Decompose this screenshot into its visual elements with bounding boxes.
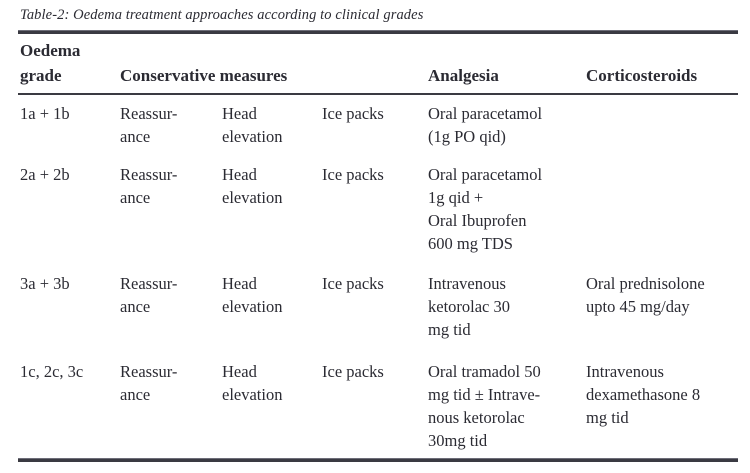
column-header-analgesia: Analgesia <box>428 66 499 85</box>
column-header-oedema-line2: grade <box>20 66 62 85</box>
table-top-rule <box>18 30 738 34</box>
table-row: Oral prednisolone upto 45 mg/day <box>586 274 705 316</box>
table-row: Head elevation <box>222 362 283 404</box>
table-row: Ice packs <box>322 362 384 381</box>
table-row: Ice packs <box>322 165 384 184</box>
table-row: 2a + 2b <box>20 165 70 184</box>
table-row: Ice packs <box>322 274 384 293</box>
table-row: 1a + 1b <box>20 104 70 123</box>
table-row: Reassur- ance <box>120 274 178 316</box>
table-row: Reassur- ance <box>120 362 178 404</box>
table-row: 3a + 3b <box>20 274 70 293</box>
table-caption: Table-2: Oedema treatment approaches acc… <box>20 7 424 23</box>
table-row: Ice packs <box>322 104 384 123</box>
table-row: 1c, 2c, 3c <box>20 362 84 381</box>
table-row: Intravenous dexamethasone 8 mg tid <box>586 362 701 427</box>
column-header-corticosteroids: Corticosteroids <box>586 66 698 85</box>
table-row: Reassur- ance <box>120 165 178 207</box>
table-row: Reassur- ance <box>120 104 178 146</box>
table-header-rule <box>18 93 738 95</box>
table-row: Head elevation <box>222 104 283 146</box>
column-header-oedema-line1: Oedema <box>20 41 81 60</box>
table-row: Head elevation <box>222 165 283 207</box>
table-row: Oral paracetamol 1g qid + Oral Ibuprofen… <box>428 165 543 253</box>
table-row: Oral tramadol 50 mg tid ± Intrave- nous … <box>428 362 541 450</box>
table-row: Head elevation <box>222 274 283 316</box>
column-header-conservative-measures: Conservative measures <box>120 66 288 85</box>
table-row: Oral paracetamol (1g PO qid) <box>428 104 543 146</box>
table-row: Intravenous ketorolac 30 mg tid <box>428 274 511 339</box>
table-bottom-rule <box>18 458 738 462</box>
